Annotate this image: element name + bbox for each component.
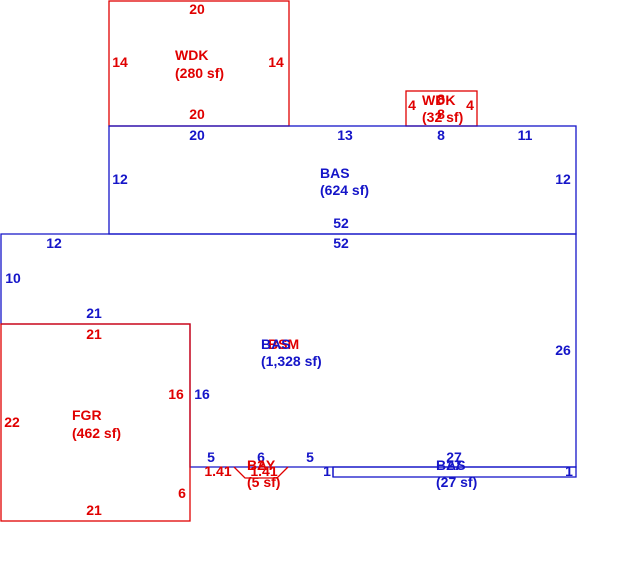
wdk-top-dim-left: 14 (112, 54, 128, 70)
wdk-top-area: (280 sf) (175, 65, 224, 81)
bas-main-code: BAS (261, 336, 291, 352)
wdk-small-dim-top: 8 (437, 91, 445, 107)
bay-dim-left: 1.41 (204, 463, 231, 479)
bay-code: BAY (247, 457, 276, 473)
bay-area: (5 sf) (247, 474, 280, 490)
bas-upper-dim-top-right: 11 (518, 127, 533, 143)
wdk-small-dim-left: 4 (408, 97, 416, 113)
bay-dim-center: 2 (257, 457, 265, 473)
wdk-small-area: (32 sf) (422, 109, 463, 125)
bas-main-dim-bot-a: 5 (207, 449, 215, 465)
bas-main-dim-top-left: 12 (46, 235, 62, 251)
bas-strip-dim-center: 27 (446, 457, 462, 473)
bay-outline (233, 466, 289, 479)
bas-main-dim-step: 21 (86, 305, 102, 321)
bas-main-dim-right: 26 (555, 342, 571, 358)
wdk-small-dim-bottom: 8 (437, 106, 445, 122)
bas-main-dim-bot-e: 1 (323, 463, 331, 479)
bay-dim-right: 1.41 (250, 463, 277, 479)
bas-upper-dim-right: 12 (555, 171, 571, 187)
fgr-dim-top: 21 (86, 326, 102, 342)
fgr-code: FGR (72, 407, 102, 423)
wdk-small-dim-right: 4 (466, 97, 474, 113)
bsm-code: BSM (268, 336, 299, 352)
wdk-top-code: WDK (175, 47, 208, 63)
wdk-top-dim-top: 20 (189, 1, 205, 17)
fgr-dim-bottom: 21 (86, 502, 102, 518)
fgr-outline (0, 323, 191, 522)
bas-main-dim-bot-c: 5 (306, 449, 314, 465)
bas-strip-code: BAS (436, 457, 466, 473)
fgr-dim-left: 22 (4, 414, 20, 430)
bas-upper-dim-top-mid: 13 (337, 127, 353, 143)
bas-main-area: (1,328 sf) (261, 353, 322, 369)
bas-upper-code: BAS (320, 165, 350, 181)
bas-main-dim-bot-b: 6 (257, 449, 265, 465)
bas-upper-dim-bottom-left: 20 (189, 127, 205, 143)
wdk-small-code: WDK (422, 92, 455, 108)
bas-main-dim-bot-f: 1 (565, 463, 573, 479)
bas-upper-dim-left: 12 (112, 171, 128, 187)
bas-main-dim-inner-left: 16 (194, 386, 210, 402)
wdk-top-dim-bottom: 20 (189, 106, 205, 122)
bas-main-dim-top: 52 (333, 235, 349, 251)
bas-strip-area: (27 sf) (436, 474, 477, 490)
bas-main-dim-left: 10 (5, 270, 21, 286)
wdk-top-dim-right: 14 (268, 54, 284, 70)
fgr-dim-right: 16 (168, 386, 184, 402)
fgr-dim-right-low: 6 (178, 485, 186, 501)
bas-upper-dim-top-small: 8 (437, 127, 445, 143)
fgr-area: (462 sf) (72, 425, 121, 441)
bas-upper-dim-bottom: 52 (333, 215, 349, 231)
bas-upper-area: (624 sf) (320, 182, 369, 198)
bas-main-dim-bot-d: 27 (446, 449, 462, 465)
